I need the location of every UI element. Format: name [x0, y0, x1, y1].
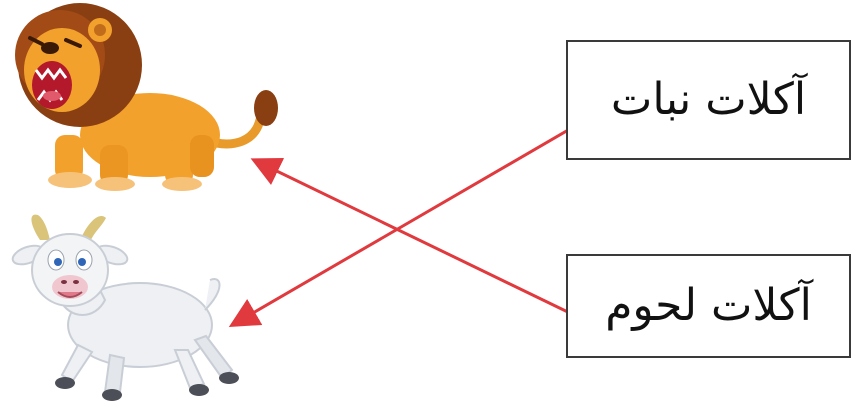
plant-eaters-label: آكلات نبات — [610, 74, 807, 125]
arrow-plant-to-goat — [228, 120, 583, 328]
plant-eaters-box: آكلات نبات — [566, 40, 851, 160]
meat-eaters-label: آكلات لحوم — [605, 280, 812, 331]
goat-illustration — [11, 214, 239, 401]
arrow-meat-to-lion — [250, 157, 575, 317]
lion-illustration — [15, 3, 278, 191]
meat-eaters-box: آكلات لحوم — [566, 254, 851, 358]
